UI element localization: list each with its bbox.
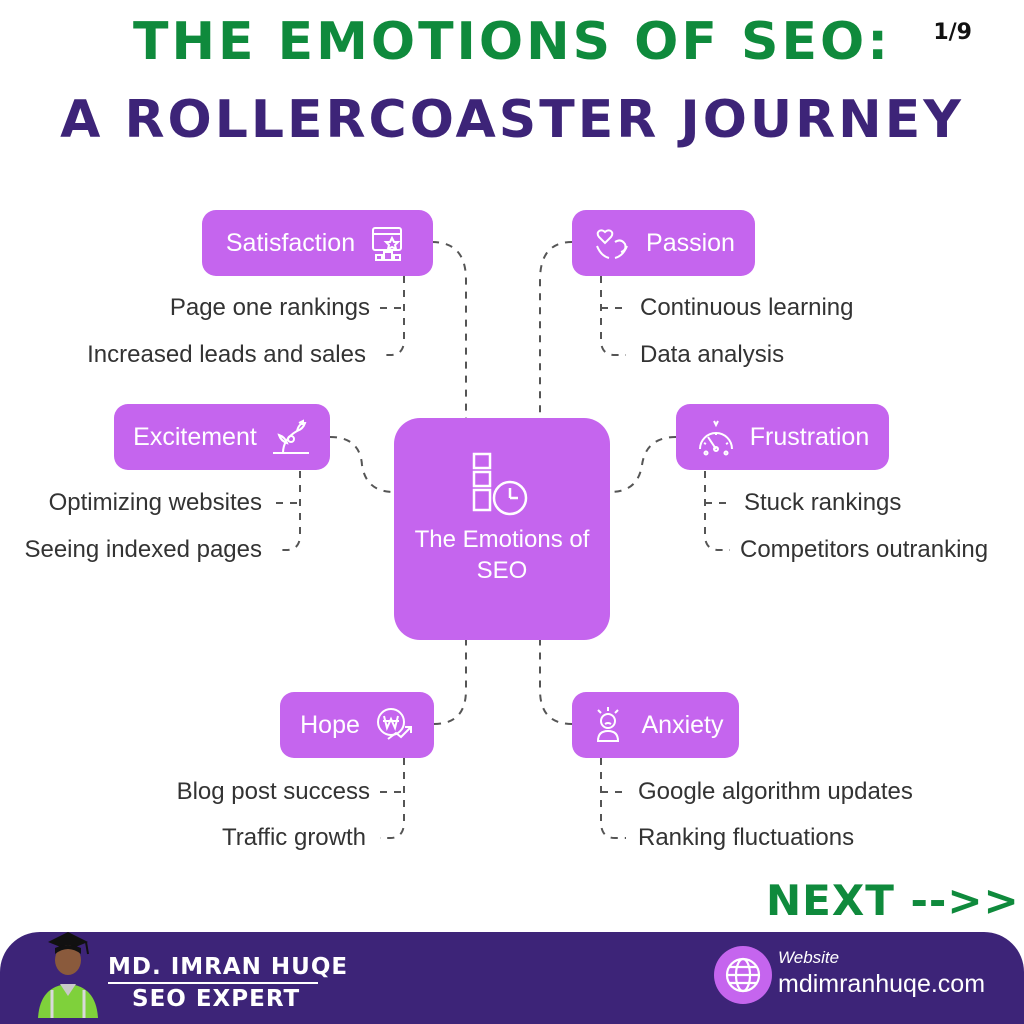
heart-hands-icon: [592, 223, 632, 263]
emotion-label-excitement: Excitement: [133, 422, 257, 451]
item-continuous-learning: Continuous learning: [640, 294, 854, 321]
emotion-label-anxiety: Anxiety: [641, 710, 724, 739]
emotion-label-passion: Passion: [646, 228, 735, 257]
emotion-box-frustration: Frustration: [676, 404, 889, 470]
connector-frustration: [609, 436, 677, 493]
item-data-analysis: Data analysis: [640, 341, 785, 368]
emotion-box-satisfaction: Satisfaction: [202, 210, 433, 276]
item-blog-post-success: Blog post success: [176, 778, 370, 805]
author-role: SEO EXPERT: [132, 986, 301, 1012]
connector-excitement: [329, 436, 395, 493]
connector-anxiety: [539, 640, 573, 725]
gauge-icon: [696, 417, 736, 457]
next-button[interactable]: NEXT -->>: [766, 876, 1020, 925]
globe-icon: [714, 946, 772, 1004]
connector-passion: [539, 241, 573, 418]
item-optimizing-websites: Optimizing websites: [48, 489, 262, 516]
item-page-one-rankings: Page one rankings: [169, 294, 370, 321]
website-label: Website: [778, 948, 840, 967]
item-stuck-rankings: Stuck rankings: [744, 489, 902, 516]
author-name: MD. IMRAN HUQE: [108, 954, 349, 980]
emotion-label-hope: Hope: [300, 710, 360, 739]
emotion-label-frustration: Frustration: [749, 422, 870, 451]
emotion-box-hope: Hope: [280, 692, 434, 758]
item-seeing-indexed-pages: Seeing indexed pages: [24, 536, 262, 563]
item-increased-leads: Increased leads and sales: [87, 341, 366, 368]
dashboard-award-icon: [369, 223, 409, 263]
title-line-1: THE EMOTIONS OF SEO:: [133, 12, 891, 72]
connector-hope: [433, 640, 467, 725]
connector-satisfaction: [431, 241, 467, 418]
emotion-label-satisfaction: Satisfaction: [225, 228, 356, 257]
center-node: The Emotions of SEO: [394, 418, 610, 640]
item-traffic-growth: Traffic growth: [221, 824, 366, 851]
name-divider: [108, 982, 318, 984]
emotion-box-excitement: Excitement: [114, 404, 330, 470]
footer-bar: MD. IMRAN HUQE SEO EXPERT Website mdimra…: [0, 932, 1024, 1024]
item-ranking-fluctuations: Ranking fluctuations: [638, 824, 855, 851]
stressed-person-icon: [588, 705, 628, 745]
item-competitors-outranking: Competitors outranking: [740, 536, 989, 563]
emotion-box-anxiety: Anxiety: [572, 692, 739, 758]
growth-plant-icon: [271, 417, 311, 457]
title-line-2: A ROLLERCOASTER JOURNEY: [60, 90, 964, 150]
emotion-box-passion: Passion: [572, 210, 755, 276]
money-growth-icon: [374, 705, 414, 745]
item-google-algorithm-updates: Google algorithm updates: [638, 778, 913, 805]
page-indicator: 1/9: [933, 20, 972, 45]
website-link[interactable]: mdimranhuqe.com: [778, 970, 986, 998]
person-avatar-icon: [34, 928, 102, 1018]
center-label: The Emotions of SEO: [414, 526, 590, 584]
shapes-clock-icon: [394, 448, 610, 520]
